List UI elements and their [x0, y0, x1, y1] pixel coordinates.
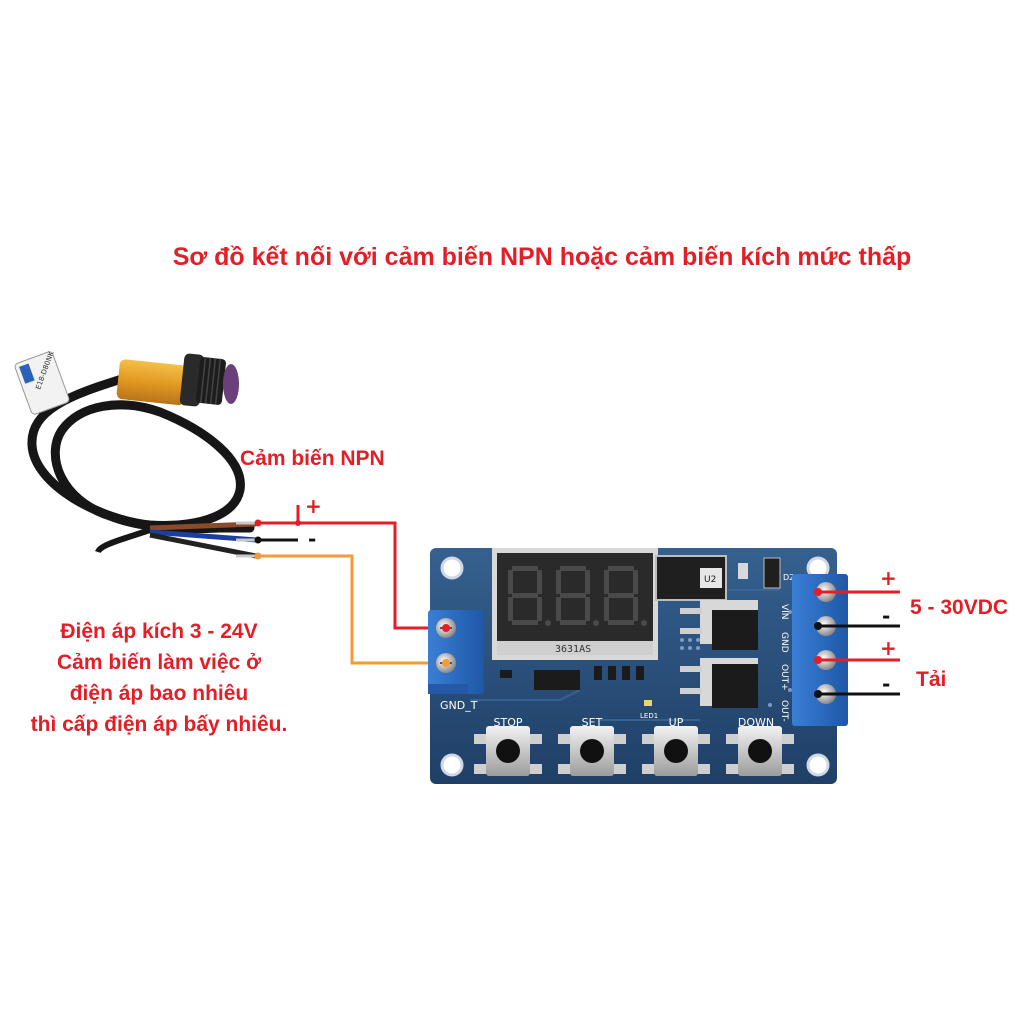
pin-label-out-minus: OUT-: [779, 700, 789, 722]
supply-plus-sign: +: [880, 566, 897, 590]
smd-components: [500, 666, 652, 706]
up-button-label: UP: [669, 716, 684, 729]
power-wires: [818, 590, 900, 696]
pin-label-out-plus: OUT+: [779, 664, 789, 691]
wire-red-signal: [258, 505, 440, 630]
pin-label-gnd: GND: [779, 632, 789, 653]
pin-label-vin: VIN: [779, 604, 789, 620]
set-button-label: SET: [582, 716, 603, 729]
sensor-wire-ends: [149, 521, 258, 559]
note-line: Cảm biến làm việc ở: [56, 651, 261, 674]
trigger-terminal-block: [428, 610, 484, 694]
sensor-minus-sign: -: [308, 527, 317, 551]
regulator-label: U2: [704, 575, 716, 585]
sensor-lens: [223, 364, 239, 404]
led-label: LED1: [640, 712, 658, 720]
supply-minus-sign: -: [882, 604, 891, 628]
seven-segment-display: 3631AS: [492, 548, 658, 660]
gnd-t-label: GND_T: [440, 699, 478, 712]
sensor-body: [116, 359, 188, 406]
load-minus-sign: -: [882, 672, 891, 696]
trigger-voltage-note: Điện áp kích 3 - 24V Cảm biến làm việc ở…: [0, 616, 318, 740]
down-button-label: DOWN: [738, 716, 774, 729]
up-button[interactable]: [642, 726, 710, 776]
sensor-label: Cảm biến NPN: [240, 447, 385, 470]
diagram-title: Sơ đồ kết nối với cảm biến NPN hoặc cảm …: [172, 243, 912, 271]
power-terminal-block: [792, 574, 848, 726]
wire-black-sensor: [254, 536, 298, 544]
wire-orange-signal: [258, 554, 440, 665]
mosfet-bottom: [680, 658, 758, 708]
control-buttons: [474, 726, 794, 776]
npn-sensor: E18-D80NK: [14, 350, 255, 554]
voltage-regulator: U2: [655, 555, 748, 601]
sensor-cable-coil: [27, 373, 245, 530]
down-button[interactable]: [726, 726, 794, 776]
set-button[interactable]: [558, 726, 626, 776]
sensor-plus-sign: +: [305, 494, 322, 518]
load-label: Tải: [916, 668, 947, 691]
supply-voltage-label: 5 - 30VDC: [910, 596, 1009, 619]
stop-button[interactable]: [474, 726, 542, 776]
note-line: thì cấp điện áp bấy nhiêu.: [30, 713, 288, 736]
display-part-number: 3631AS: [555, 644, 591, 655]
stop-button-label: STOP: [494, 716, 523, 729]
sensor-label-tag: E18-D80NK: [14, 350, 70, 415]
relay-timer-board: 3631AS: [428, 548, 848, 784]
note-line: Điện áp kích 3 - 24V: [60, 620, 258, 643]
diode: D2: [763, 557, 794, 589]
optocoupler: [534, 670, 580, 690]
diode-label: D2: [783, 573, 794, 582]
mosfet-top: [680, 600, 758, 650]
note-line: điện áp bao nhiêu: [69, 682, 249, 705]
load-plus-sign: +: [880, 636, 897, 660]
